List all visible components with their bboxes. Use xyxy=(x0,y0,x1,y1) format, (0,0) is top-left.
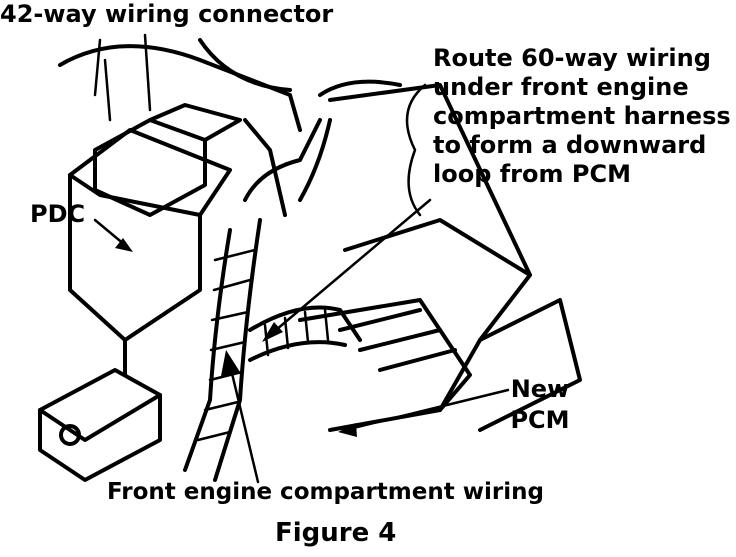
label-42way-connector: 42-way wiring connector xyxy=(0,0,334,28)
label-pdc: PDC xyxy=(30,200,86,228)
wire-harness xyxy=(183,118,362,482)
figure-caption: Figure 4 xyxy=(275,518,397,548)
label-route-note: Route 60-way wiring under front engine c… xyxy=(433,44,731,188)
label-new-pcm: New PCM xyxy=(510,375,570,434)
connector-42way-shape xyxy=(93,33,242,217)
leader-lines xyxy=(93,83,510,484)
label-front-wiring: Front engine compartment wiring xyxy=(107,479,544,505)
engine-top xyxy=(58,38,402,217)
